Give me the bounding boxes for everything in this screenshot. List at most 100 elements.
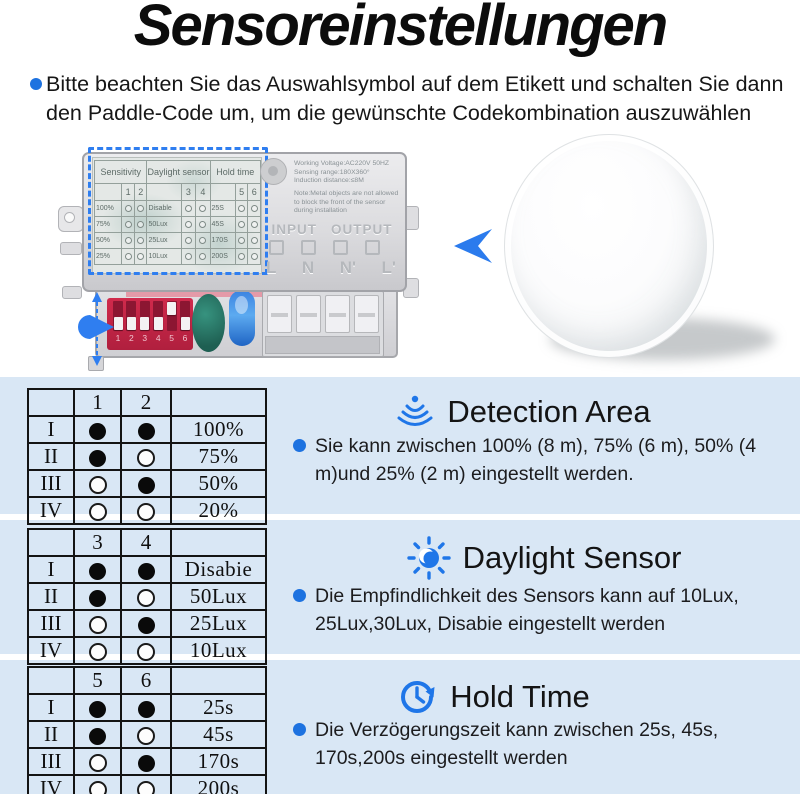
side-pin	[62, 286, 82, 299]
label-dot	[238, 252, 246, 260]
note-text: Note:Metal objects are not allowed to bl…	[294, 190, 399, 215]
bullet-icon	[293, 723, 306, 736]
side-pin	[60, 242, 82, 255]
label-dot	[137, 236, 145, 244]
label-switch-number: 6	[247, 183, 261, 201]
label-dot	[184, 236, 192, 244]
empty-dot	[137, 589, 155, 608]
section-heading-detection: Detection Area	[279, 392, 767, 432]
terminal-letter: L	[266, 258, 277, 277]
terminal-tray	[265, 336, 380, 354]
filled-dot	[89, 589, 106, 607]
label-dot	[250, 236, 258, 244]
dip-state-cell	[120, 693, 172, 722]
terminal-square	[365, 240, 380, 255]
section-description: Die Verzögerungszeit kann zwischen 25s, …	[315, 719, 719, 769]
empty-dot	[88, 643, 107, 662]
inductor-component	[192, 294, 225, 352]
filled-dot	[137, 616, 155, 634]
switch-column-header: 5	[73, 666, 122, 695]
section-heading-holdtime: Hold Time	[249, 676, 737, 718]
dip-number: 4	[155, 333, 161, 343]
input-label: INPUT	[271, 222, 317, 237]
label-dot	[137, 204, 145, 212]
filled-dot	[89, 422, 106, 440]
row-label: IV	[27, 774, 75, 794]
io-labels: INPUT OUTPUT	[266, 222, 398, 237]
terminal-square	[301, 240, 316, 255]
filled-dot	[137, 422, 155, 440]
label-group-header: Daylight sensor	[146, 160, 211, 184]
empty-dot	[88, 476, 107, 495]
dip-state-cell	[120, 774, 172, 794]
wire-terminal	[267, 295, 292, 333]
value-cell: 20%	[170, 496, 267, 525]
dip-state-cell	[120, 496, 172, 525]
row-label: III	[27, 609, 75, 638]
value-cell: 50Lux	[170, 582, 267, 611]
spec-text: Working Voltage:AC220V 50HZ Sensing rang…	[294, 160, 400, 186]
arrow-left-icon	[454, 229, 492, 263]
label-dot	[137, 220, 145, 228]
label-dot	[238, 220, 246, 228]
intro-paragraph: Bitte beachten Sie das Auswahlsymbol auf…	[28, 70, 784, 128]
empty-dot	[137, 727, 155, 746]
label-dot	[199, 204, 207, 212]
dip-number: 2	[129, 333, 134, 343]
dip-switch-1: 1	[113, 301, 123, 347]
label-dot	[124, 220, 132, 228]
dip-state-cell	[73, 636, 122, 665]
empty-dot	[88, 616, 107, 635]
row-label: I	[27, 693, 75, 722]
terminal-square	[269, 240, 284, 255]
bullet-icon	[30, 78, 42, 90]
spec-line: Induction distance:≤8M	[294, 177, 364, 185]
section-heading-daylight: Daylight Sensor	[300, 536, 788, 580]
terminal-square	[333, 240, 348, 255]
section-description: Die Empfindlichkeit des Sensors kann auf…	[315, 585, 739, 635]
value-cell: 100%	[170, 415, 267, 444]
wire-terminal	[296, 295, 321, 333]
dip-state-cell	[120, 720, 172, 749]
section-text-daylight: Die Empfindlichkeit des Sensors kann auf…	[293, 582, 793, 638]
wire-terminal	[354, 295, 379, 333]
dip-state-cell	[120, 442, 172, 471]
value-cell: 75%	[170, 442, 267, 471]
dip-toggle	[180, 317, 190, 330]
switch-column-header: 4	[120, 528, 172, 557]
bullet-icon	[293, 589, 306, 602]
dip-state-cell	[73, 693, 122, 722]
dip-switch-3: 3	[139, 301, 150, 347]
value-cell: 25s	[170, 693, 267, 722]
intro-text: Bitte beachten Sie das Auswahlsymbol auf…	[46, 72, 784, 125]
label-dot	[199, 220, 207, 228]
dip-state-cell	[73, 609, 122, 638]
dip-switch-5: 5	[166, 301, 177, 347]
empty-dot	[88, 503, 107, 522]
section-description: Sie kann zwischen 100% (8 m), 75% (6 m),…	[315, 435, 757, 485]
dip-switch-4: 4	[153, 301, 164, 347]
dip-state-cell	[73, 555, 122, 584]
spec-line: Sensing range:180X360°	[294, 168, 370, 176]
dip-toggle	[126, 317, 136, 330]
selection-dashed-outline	[88, 147, 268, 275]
empty-dot	[137, 503, 155, 522]
dip-state-cell	[73, 469, 122, 498]
terminal-letter: N	[301, 258, 315, 277]
bullet-icon	[293, 439, 306, 452]
